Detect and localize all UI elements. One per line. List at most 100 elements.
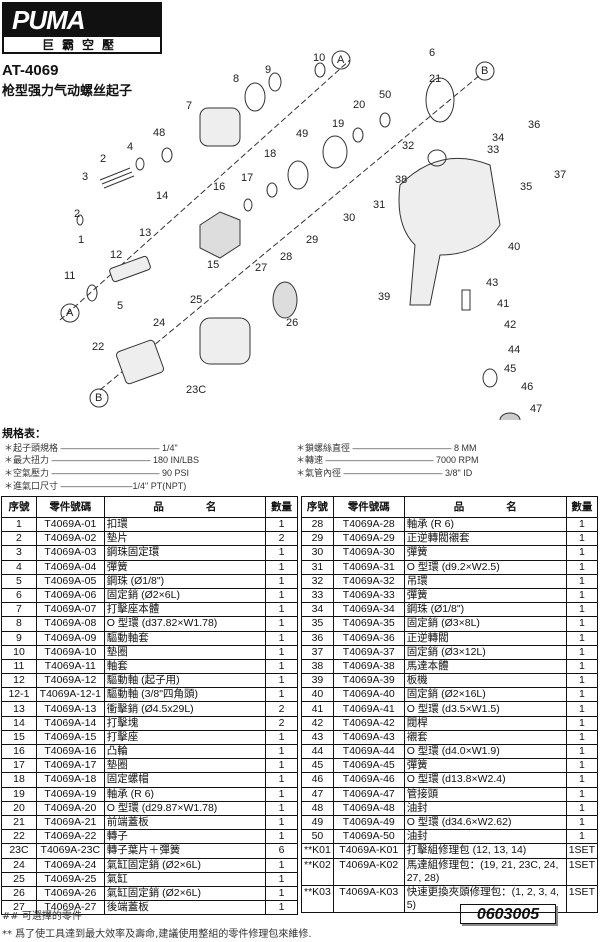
item-number: 41 [301,701,334,717]
part-callout: 20 [353,99,366,111]
quantity: 1 [565,829,599,845]
part-number: T4069A-25 [35,871,105,887]
part-callout: 23C [186,384,207,396]
part-name: 鋼珠固定環 [103,545,267,561]
item-number: 13 [1,701,37,717]
item-number: 47 [301,786,334,802]
part-name: O 型環 (d13.8×W2.4) [403,772,567,788]
part-number: T4069A-02 [35,531,105,547]
item-number: 48 [301,800,334,816]
item-number: 11 [1,658,37,675]
item-number: 22 [1,829,37,845]
item-number: **K03 [301,884,334,913]
part-name: 正逆轉閥 [403,630,567,646]
part-name: 轉子葉片＋彈簧 [103,843,267,859]
quantity: 1SET [565,884,599,913]
quantity: 1 [565,701,599,717]
part-number: T4069A-35 [332,616,405,632]
item-number: 38 [301,658,334,675]
part-callout: 42 [504,319,517,331]
part-callout: 12 [110,249,123,261]
part-number: T4069A-29 [332,531,405,547]
item-number: 4 [1,559,37,575]
item-number: **K01 [301,843,334,859]
quantity: 1 [265,743,298,760]
part-name: 正逆轉閥襯套 [403,531,567,547]
column-header: 零件號碼 [332,496,405,518]
part-number: T4069A-09 [35,630,105,646]
part-name: 彈簧 [103,559,267,575]
part-name: 鋼珠 (Ø1/8") [403,602,567,618]
item-number: 23C [1,843,37,859]
part-callout: 43 [486,277,499,289]
item-number: 36 [301,630,334,646]
part-callout: 1 [78,234,85,246]
part-name: 打擊座本體 [103,602,267,618]
part-number: T4069A-21 [35,814,105,831]
part-callout: A [66,307,74,319]
item-number: 43 [301,729,334,746]
part-number: T4069A-14 [35,715,105,731]
part-number: T4069A-K03 [332,884,405,913]
quantity: 1 [565,800,599,816]
part-number: T4069A-15 [35,729,105,746]
part-callout: B [481,65,489,77]
spec-item: ＊進氣口尺寸 ————————1/4" PT(NPT) [4,481,187,491]
part-name: 軸承 (R 6) [103,786,267,802]
optional-parts-note: ## 可選擇的零件 [2,911,82,922]
part-name: O 型環 (d4.0×W1.9) [403,743,567,760]
part-number: T4069A-37 [332,644,405,660]
part-number: T4069A-34 [332,602,405,618]
item-number: 39 [301,673,334,689]
part-number: T4069A-42 [332,715,405,731]
quantity: 1SET [565,843,599,859]
part-name: 軸套 [103,658,267,675]
part-callout: 27 [255,262,268,274]
item-number: 44 [301,743,334,760]
part-name: 驅動軸 (3/8"四角頭) [103,687,267,703]
item-number: 35 [301,616,334,632]
part-callout: 37 [554,169,567,181]
item-number: 45 [301,758,334,774]
part-name: 後端蓋板 [103,900,267,916]
part-name: 驅動軸套 [103,630,267,646]
item-number: 27 [1,900,37,916]
part-callout: 25 [190,294,203,306]
quantity: 1SET [565,857,599,886]
table-header: 序號零件號碼品 名數量 [1,496,298,518]
item-number: 15 [1,729,37,746]
part-callout: 36 [528,119,541,131]
part-name: 氣缸 [103,871,267,887]
part-name: 氣缸固定銷 (Ø2×6L) [103,857,267,873]
part-number: T4069A-41 [332,701,405,717]
product-title: 枪型强力气动螺丝起子 [2,84,133,99]
item-number: 28 [301,516,334,533]
part-name: 快速更換夾頭修理包：(1, 2, 3, 4, 5) [403,884,567,913]
part-number: T4069A-07 [35,602,105,618]
item-number: 12-1 [1,687,37,703]
part-callout: 35 [520,181,533,193]
part-number: T4069A-19 [35,786,105,802]
part-callout: 17 [241,172,254,184]
part-callout: 45 [504,363,517,375]
part-name: 彈簧 [403,758,567,774]
quantity: 1 [565,658,599,675]
part-number: T4069A-04 [35,559,105,575]
part-callout: 28 [280,251,293,263]
part-name: 固定銷 (Ø2×16L) [403,687,567,703]
part-callout: 29 [306,234,319,246]
